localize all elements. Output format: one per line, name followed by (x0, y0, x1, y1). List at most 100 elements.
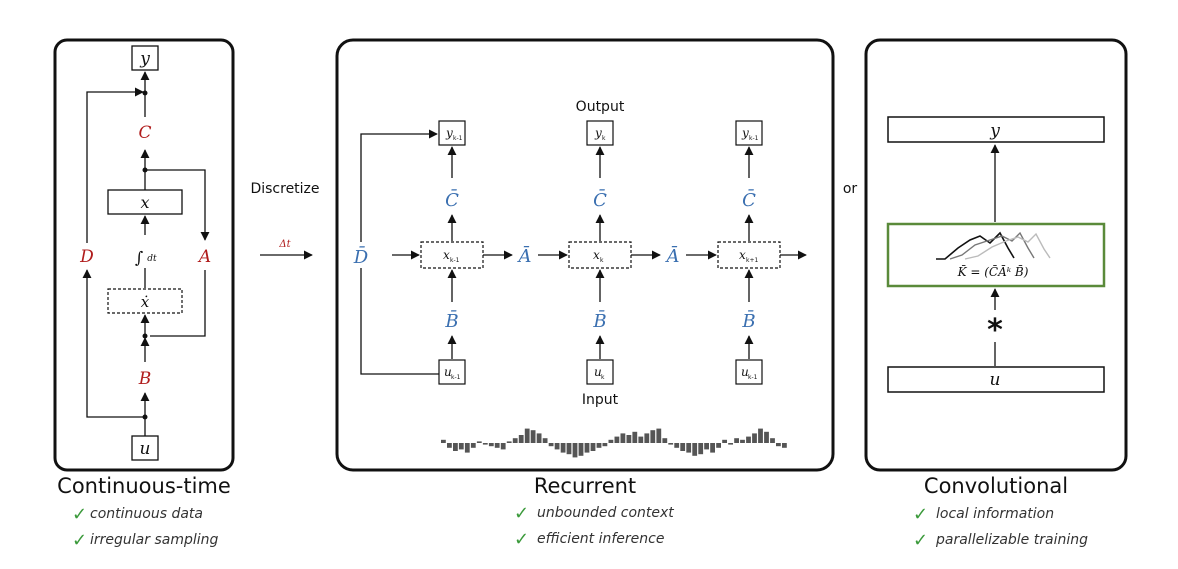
rec-y-cur-sub: k (602, 135, 606, 142)
ct-B-label: B (138, 369, 152, 389)
ct-A-label: A (197, 247, 211, 267)
rec-B-cur: B̄ (592, 309, 606, 332)
check-icon: ✓ (913, 530, 928, 551)
signal-bar (470, 443, 476, 448)
signal-bar (530, 430, 536, 443)
rec-u-cur: u (594, 365, 602, 379)
signal-bar (716, 443, 721, 448)
continuous-title: Continuous-time (57, 474, 231, 498)
rec-y-prev: y (445, 126, 453, 140)
signal-bar (518, 435, 524, 443)
ct-u-box (131, 435, 159, 461)
ct-A-loop-bottom (150, 270, 206, 337)
conv-kernel-curve-3 (964, 232, 1051, 260)
ct-D-loop-top (86, 87, 144, 243)
ct-xdot-box (107, 288, 183, 314)
signal-bar (692, 443, 698, 456)
signal-bar (626, 435, 632, 443)
rec-u-cur-box (586, 359, 614, 385)
signal-bar (584, 443, 590, 453)
signal-bar (662, 438, 668, 443)
rec-x-cur-sub: k (600, 257, 604, 264)
signal-bar (668, 443, 674, 445)
signal-bar (632, 431, 638, 443)
signal-bar (764, 431, 769, 443)
rec-u-next-sub: k-1 (748, 374, 758, 381)
signal-bar (554, 443, 560, 450)
rec-y-cur: y (594, 126, 602, 140)
convolution-star-icon: * (987, 313, 1003, 348)
conv-feature-2: parallelizable training (935, 532, 1088, 548)
signal-bar (453, 443, 458, 451)
recurrent-title: Recurrent (534, 474, 636, 498)
signal-bar (536, 433, 542, 443)
signal-bar (656, 428, 662, 443)
signal-bar (476, 441, 482, 443)
signal-bar (548, 443, 554, 447)
signal-bar (578, 443, 584, 456)
input-signal-waveform (441, 428, 787, 458)
signal-bar (441, 439, 446, 443)
rec-y-next-box (735, 120, 763, 146)
signal-bar (686, 443, 692, 453)
ct-C-label: C (138, 123, 151, 143)
rec-u-prev: u (444, 365, 452, 379)
rec-D-mask (350, 242, 372, 268)
signal-bar (782, 443, 787, 448)
continuous-frame (53, 38, 235, 472)
check-icon: ✓ (72, 504, 87, 525)
check-icon: ✓ (514, 529, 529, 550)
rec-A2: Ā (665, 244, 680, 267)
rec-x-prev-box (420, 241, 484, 269)
conv-kernel-curve-2 (949, 231, 1035, 260)
rec-C-next: C̄ (742, 188, 756, 211)
ct-y-label: y (139, 49, 150, 69)
signal-bar (770, 438, 775, 443)
rec-x-cur-box (568, 241, 632, 269)
rec-D-label: D̄ (353, 245, 369, 268)
conv-kernel-box (886, 222, 1106, 288)
signal-bar (614, 436, 620, 443)
rec-x-next: x (739, 248, 746, 262)
rec-u-cur-sub: k (601, 374, 605, 381)
signal-bar (728, 443, 733, 445)
rec-u-next-box (735, 359, 763, 385)
signal-bar (512, 438, 518, 443)
signal-bar (524, 428, 530, 443)
convolutional-frame (864, 38, 1128, 472)
check-icon: ✓ (913, 504, 928, 525)
output-label: Output (576, 99, 625, 115)
rec-x-cur: x (593, 248, 600, 262)
conv-y-box (887, 116, 1105, 143)
ct-A-loop-top (145, 169, 210, 241)
signal-bar (590, 443, 596, 451)
signal-bar (464, 443, 470, 453)
recurrent-panel: Output Input y k-1 C̄ x k-1 B̄ u k-1 D̄ … (335, 38, 835, 550)
ct-u-label: u (140, 439, 151, 459)
signal-bar (644, 433, 650, 443)
ct-x-box (107, 189, 183, 215)
input-label: Input (582, 392, 619, 408)
rec-step-cur: y k C̄ x k B̄ u k (568, 120, 632, 385)
signal-bar (674, 443, 680, 448)
conv-kernel-formula: K̄ = (C̄Āᵏ B̄) (957, 264, 1029, 279)
ct-y-box (131, 45, 159, 71)
rec-y-next-sub: k-1 (749, 135, 759, 142)
signal-bar (572, 443, 578, 458)
rec-y-cur-box (586, 120, 614, 146)
rec-y-next: y (741, 126, 749, 140)
ct-dt: dt (147, 254, 157, 264)
conv-feature-1: local information (936, 506, 1054, 522)
signal-bar (494, 443, 500, 448)
signal-bar (488, 443, 494, 447)
signal-bar (458, 443, 464, 450)
rec-u-next: u (741, 365, 749, 379)
conv-y-label: y (989, 121, 1000, 141)
check-icon: ✓ (514, 503, 529, 524)
rec-C-prev: C̄ (445, 188, 459, 211)
rec-C-cur: C̄ (593, 188, 607, 211)
signal-bar (596, 443, 602, 448)
signal-bar (722, 439, 727, 443)
recurrent-frame (335, 38, 835, 472)
